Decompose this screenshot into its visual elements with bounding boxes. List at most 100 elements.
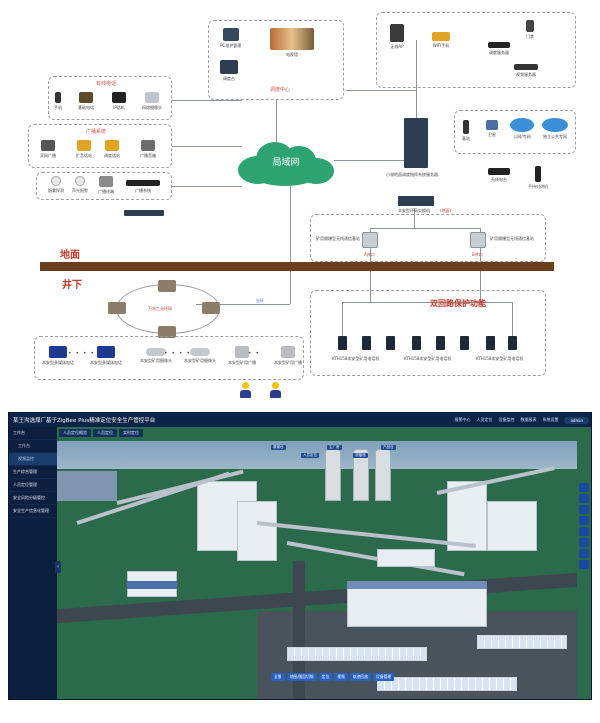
- header-actions: 报警中心 人员定位 设备监控 数据报表 系统设置 admin: [448, 415, 589, 425]
- main-server-label: 小湖地面调度指挥系统服务器: [386, 172, 438, 177]
- a-station-panel: [362, 232, 378, 248]
- lan-label: 局域网: [272, 158, 300, 168]
- header-button-devices[interactable]: 设备监控: [498, 417, 515, 422]
- platform-title: 某王沟选煤厂基于ZigBee Plus精准定位安全生产管控平台: [13, 418, 156, 424]
- dispatch-station-icon: [105, 140, 119, 151]
- zoom-out-icon[interactable]: [579, 494, 589, 503]
- multimedia-phone-icon: [49, 346, 67, 358]
- rotate-icon[interactable]: [579, 505, 589, 514]
- core-switch-label: 本安型环网交换机: [398, 208, 430, 213]
- ring-label: 万兆工业环网: [148, 306, 172, 311]
- sidebar-item-personnel[interactable]: 人员定位管理: [9, 479, 57, 492]
- sensor-label-2: 声光报警: [72, 188, 88, 193]
- video-server-label: 视频服务器: [516, 72, 536, 77]
- zoom-in-icon[interactable]: [579, 483, 589, 492]
- user-menu[interactable]: admin: [564, 416, 589, 424]
- satellite-box: [454, 110, 576, 154]
- ellipsis: • • • •: [68, 350, 95, 357]
- public-network-icon: [510, 118, 534, 132]
- wifi-box: [376, 12, 576, 88]
- underground-box: [34, 336, 304, 380]
- sidebar-collapse-icon[interactable]: ‹: [55, 561, 61, 573]
- sidebar-item-safety-info[interactable]: 安全生产信息化管理: [9, 505, 57, 518]
- sidebar-item-risk[interactable]: 安全风险分级管控: [9, 492, 57, 505]
- console-icon: [220, 60, 238, 74]
- tower-icon: [463, 120, 469, 134]
- bottom-button-panorama[interactable]: 全景: [271, 673, 285, 681]
- header-button-alarm[interactable]: 报警中心: [454, 417, 471, 422]
- measure-icon[interactable]: [579, 527, 589, 536]
- bottom-button-video[interactable]: 视频: [334, 673, 348, 681]
- link-line: [416, 40, 417, 122]
- a-station-label: 矿用隔爆型无线通信基站: [316, 236, 360, 241]
- dispatch-console-device: 调度台: [220, 60, 238, 82]
- under-label-5: 本安型矿用广播: [228, 360, 256, 365]
- reset-view-icon[interactable]: [579, 549, 589, 558]
- under-device-5: 本安型矿用广播: [228, 346, 256, 366]
- scene-tag-thickener[interactable]: 浓缩池: [353, 453, 368, 458]
- mine-camera-icon: [190, 348, 210, 356]
- nvr-icon: [514, 64, 538, 70]
- platform-screenshot: 某王沟选煤厂基于ZigBee Plus精准定位安全生产管控平台 报警中心 人员定…: [8, 412, 592, 700]
- sidebar-item-production[interactable]: 生产综合管理: [9, 466, 57, 479]
- sidebar-item-workbench-sub[interactable]: 工作台: [9, 440, 57, 453]
- private-net-device: 独立公共专网: [542, 118, 568, 140]
- link-line: [346, 90, 416, 91]
- broadcast-label-2: 扩音话站: [76, 153, 92, 158]
- link-line: [334, 160, 404, 161]
- tab-overview[interactable]: 人员定位概览: [59, 429, 91, 437]
- radio-icon: [488, 168, 510, 175]
- desk-phone-icon: [79, 92, 93, 103]
- broadcast-label-1: 双网广播: [40, 153, 56, 158]
- b-station-label: 矿用隔爆型无线通信基站: [490, 236, 534, 241]
- mine-speaker-icon: [281, 346, 295, 358]
- settings-icon[interactable]: [579, 560, 589, 569]
- core-switch-icon: [398, 196, 434, 206]
- layers-icon[interactable]: [579, 516, 589, 525]
- phone-label-4: 网络摄像头: [142, 105, 162, 110]
- conveyor-belt: [286, 541, 465, 577]
- phone-device-4: 网络摄像头: [142, 92, 162, 111]
- fullscreen-icon[interactable]: [579, 538, 589, 547]
- silo: [325, 449, 341, 501]
- phone-label-1: 手机: [54, 105, 62, 110]
- tab-personnel[interactable]: 人员定位: [93, 429, 117, 437]
- telephone-cabinet: [460, 336, 469, 350]
- 3d-plant-scene[interactable]: 原煤仓 人员定位 主厂房 浓缩池 产品仓: [57, 441, 577, 699]
- computer-icon: [222, 28, 239, 41]
- scene-tag-product-bin[interactable]: 产品仓: [381, 445, 396, 450]
- satellite-icon: [486, 120, 498, 130]
- sidebar-item-video[interactable]: 视频监控: [9, 453, 57, 466]
- broadcast-label-4: 广播音箱: [140, 153, 156, 158]
- dispatch-server-label: 调度服务器: [489, 50, 509, 55]
- header-button-locate[interactable]: 人员定位: [476, 417, 493, 422]
- under-device-3: 本安型矿用摄像头: [140, 348, 172, 364]
- mine-camera-icon: [146, 348, 166, 356]
- core-switch-sub: (地面): [440, 208, 452, 213]
- bottom-button-playback[interactable]: 轨迹回放: [349, 673, 372, 681]
- bottom-button-layers[interactable]: 地图/图层切换: [286, 673, 317, 681]
- dispatch-center-box: [208, 20, 344, 100]
- under-device-4: 本安型矿用摄像头: [184, 348, 216, 364]
- link-line: [512, 302, 513, 336]
- bottom-button-locate[interactable]: 定位: [318, 673, 333, 681]
- silo: [375, 449, 391, 501]
- scene-tag-main-plant[interactable]: 主厂房: [327, 445, 342, 450]
- radio-station-device: 无线电台: [488, 168, 510, 183]
- satellite-label: 卫星: [488, 132, 496, 137]
- scene-tag-coal-bin[interactable]: 原煤仓: [271, 445, 286, 450]
- scene-tag-personnel[interactable]: 人员定位: [301, 453, 319, 458]
- header-button-reports[interactable]: 数据报表: [520, 417, 537, 422]
- bottom-button-devices[interactable]: 设备管理: [373, 673, 395, 681]
- sensor-device-4: 广播系统: [126, 180, 160, 194]
- phone-box: [48, 76, 172, 120]
- link-line: [172, 100, 242, 101]
- dispatch-server-device: 调度服务器: [488, 42, 510, 56]
- link-line: [342, 302, 512, 303]
- tab-realtime[interactable]: 实时定位: [119, 429, 143, 437]
- speaker-icon: [41, 140, 55, 151]
- header-button-settings[interactable]: 系统设置: [542, 417, 559, 422]
- broadcast-device-1: 双网广播: [40, 140, 56, 159]
- sidebar-item-workbench[interactable]: 工作台: [9, 427, 57, 440]
- phone-box-title: 有线电话: [96, 81, 117, 87]
